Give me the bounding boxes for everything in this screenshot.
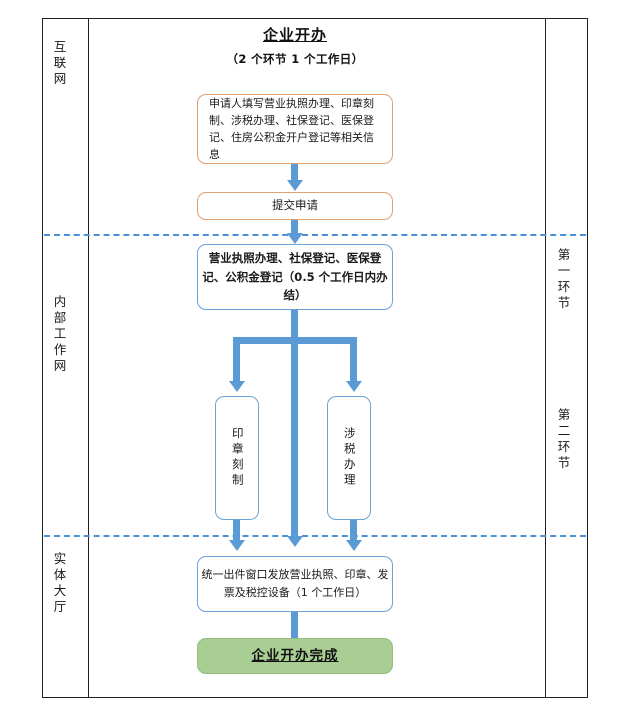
connector-issue-to-done [291,612,298,638]
connector-seal-to-issue [233,520,240,542]
connector-phase1-trunk [291,310,298,340]
right-label-column-divider [545,18,546,698]
connector-form-to-submit [291,164,298,182]
page-title: 企业开办 [262,26,327,44]
diagram-title-block: 企业开办 （2 个环节 1 个工作日） [170,24,420,67]
connector-rail-to-seal [233,337,240,383]
arrowhead-rail-to-tax [346,381,362,392]
lane-divider-intranet-hall [44,535,586,537]
arrowhead-seal-to-issue [229,540,245,551]
page-subtitle: （2 个环节 1 个工作日） [226,51,364,66]
node-submit-application-label: 提交申请 [272,198,318,213]
phase-label-one: 第一环节 [555,248,571,312]
node-unified-issuance-window-label: 统一出件窗口发放营业执照、印章、发票及税控设备（1 个工作日） [201,568,389,599]
node-tax-handling: 涉税办理 [327,396,371,520]
connector-tax-to-issue [350,520,357,542]
arrowhead-submit-to-phase1 [287,233,303,244]
phase-label-two: 第二环节 [555,408,571,472]
arrowhead-form-to-submit [287,180,303,191]
node-applicant-fill-form-label: 申请人填写营业执照办理、印章刻制、涉税办理、社保登记、医保登记、住房公积金开户登… [209,96,374,162]
node-seal-engraving-label: 印章刻制 [230,427,245,489]
arrowhead-rail-to-seal [229,381,245,392]
node-license-social-medical-fund-registration-label: 营业执照办理、社保登记、医保登记、公积金登记（0.5 个工作日内办结） [202,251,388,303]
node-seal-engraving: 印章刻制 [215,396,259,520]
node-submit-application: 提交申请 [197,192,393,220]
lane-label-physical-hall: 实体大厅 [51,552,67,616]
connector-rail-to-tax [350,337,357,383]
lane-label-internet: 互联网 [51,40,67,88]
node-tax-handling-label: 涉税办理 [342,427,357,489]
connector-center-passthrough [291,337,298,537]
lane-divider-internet-intranet [44,234,586,236]
left-label-column-divider [88,18,89,698]
arrowhead-center-to-issue [287,536,303,547]
node-license-social-medical-fund-registration: 营业执照办理、社保登记、医保登记、公积金登记（0.5 个工作日内办结） [197,244,393,310]
arrowhead-tax-to-issue [346,540,362,551]
lane-label-intranet: 内部工作网 [51,295,67,375]
node-registration-complete-label: 企业开办完成 [251,647,339,664]
connector-submit-to-phase1 [291,220,298,236]
node-applicant-fill-form: 申请人填写营业执照办理、印章刻制、涉税办理、社保登记、医保登记、住房公积金开户登… [197,94,393,164]
node-registration-complete: 企业开办完成 [197,638,393,674]
node-unified-issuance-window: 统一出件窗口发放营业执照、印章、发票及税控设备（1 个工作日） [197,556,393,612]
